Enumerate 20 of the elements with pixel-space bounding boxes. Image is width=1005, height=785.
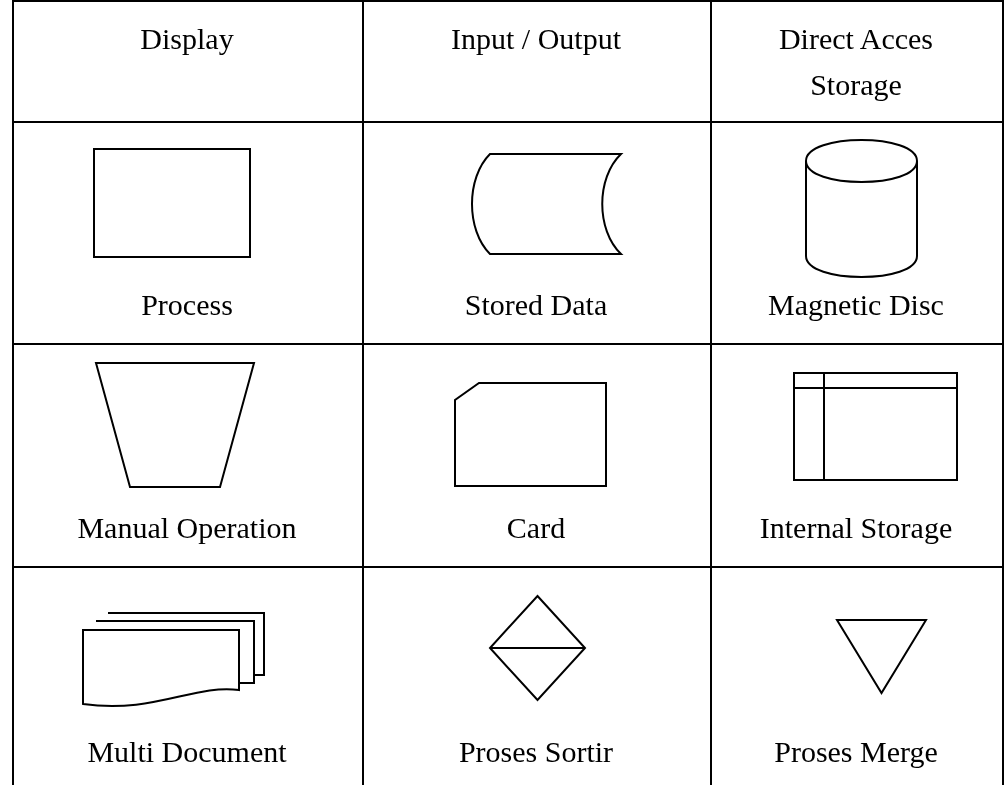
stored-data-symbol xyxy=(471,153,622,255)
symbol-name: Proses Sortir xyxy=(457,734,615,770)
internal-storage-symbol xyxy=(793,372,958,481)
column-header: Input / Output xyxy=(450,21,622,57)
symbol-name: Manual Operation xyxy=(76,510,298,546)
column-header: Direct Acces Storage xyxy=(777,21,935,103)
process-symbol xyxy=(93,148,251,258)
symbol-name: Card xyxy=(505,510,567,546)
multi-document-symbol xyxy=(82,612,265,707)
symbol-name: Multi Document xyxy=(86,734,288,770)
manual-operation-symbol xyxy=(94,362,256,488)
symbol-name: Process xyxy=(140,287,234,323)
sort-symbol xyxy=(489,595,587,702)
symbol-name: Proses Merge xyxy=(773,734,939,770)
symbol-name: Stored Data xyxy=(463,287,609,323)
card-symbol xyxy=(454,382,607,487)
symbol-name: Internal Storage xyxy=(758,510,954,546)
symbol-name: Magnetic Disc xyxy=(767,287,945,323)
merge-symbol xyxy=(835,619,928,695)
column-header: Display xyxy=(139,21,235,57)
